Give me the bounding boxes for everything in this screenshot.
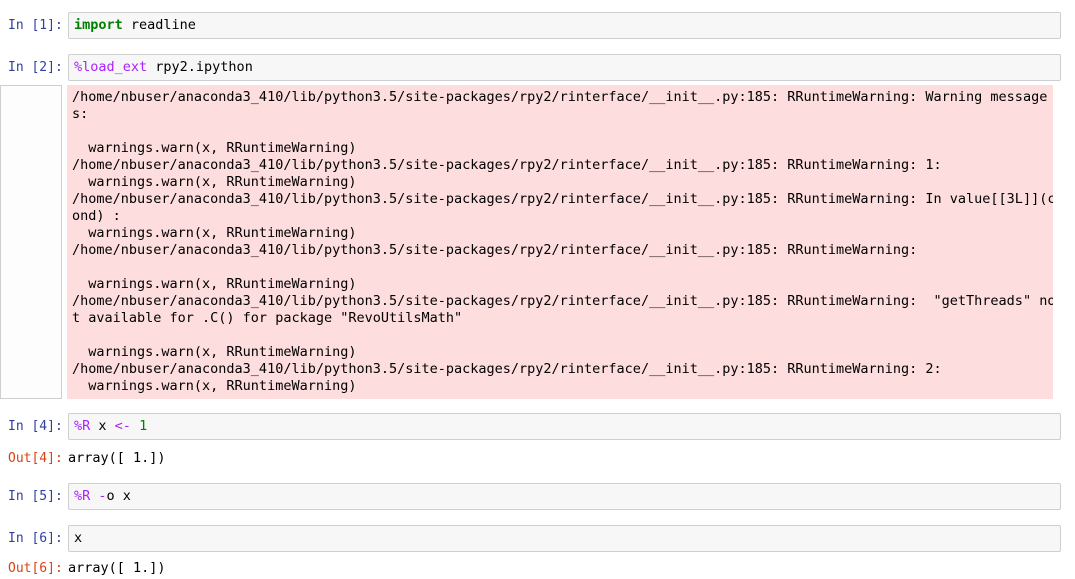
output-text-4: array([ 1.]) (68, 450, 166, 466)
code-cell-2: In [2]: %load_ext rpy2.ipython /home/nbu… (0, 54, 1075, 399)
code-text-5[interactable]: %R -o x (74, 488, 131, 504)
code-editor-1[interactable]: import readline (68, 12, 1061, 39)
output-text-6: array([ 1.]) (68, 560, 166, 576)
stderr-output: /home/nbuser/anaconda3_410/lib/python3.5… (67, 85, 1053, 399)
code-cell-1: In [1]: import readline (0, 12, 1075, 39)
output-row-6: Out[6]: array([ 1.]) (0, 560, 1075, 577)
input-prompt-5: In [5]: (8, 489, 63, 504)
input-prompt-1: In [1]: (8, 18, 63, 33)
output-prompt-4: Out[4]: (8, 451, 63, 466)
code-editor-2[interactable]: %load_ext rpy2.ipython (68, 54, 1061, 81)
code-text-2[interactable]: %load_ext rpy2.ipython (74, 59, 253, 75)
code-cell-6: In [6]: x Out[6]: array([ 1.]) (0, 525, 1075, 577)
input-prompt-2: In [2]: (8, 60, 63, 75)
code-cell-5: In [5]: %R -o x (0, 483, 1075, 510)
code-text-1[interactable]: import readline (74, 17, 196, 33)
input-row-4: In [4]: %R x <- 1 (0, 413, 1075, 440)
code-editor-5[interactable]: %R -o x (68, 483, 1061, 510)
input-prompt-4: In [4]: (8, 419, 63, 434)
code-editor-4[interactable]: %R x <- 1 (68, 413, 1061, 440)
input-row-5: In [5]: %R -o x (0, 483, 1075, 510)
output-area-2: /home/nbuser/anaconda3_410/lib/python3.5… (0, 85, 1075, 399)
code-text-6[interactable]: x (74, 530, 83, 546)
input-row-2: In [2]: %load_ext rpy2.ipython (0, 54, 1075, 81)
input-row-6: In [6]: x (0, 525, 1075, 552)
input-prompt-6: In [6]: (8, 531, 63, 546)
input-row-1: In [1]: import readline (0, 12, 1075, 39)
output-prompt-6: Out[6]: (8, 561, 63, 576)
code-text-4[interactable]: %R x <- 1 (74, 418, 148, 434)
output-row-4: Out[4]: array([ 1.]) (0, 450, 1075, 467)
output-prompt-overlay[interactable] (0, 85, 62, 399)
code-editor-6[interactable]: x (68, 525, 1061, 552)
code-cell-4: In [4]: %R x <- 1 Out[4]: array([ 1.]) (0, 413, 1075, 467)
